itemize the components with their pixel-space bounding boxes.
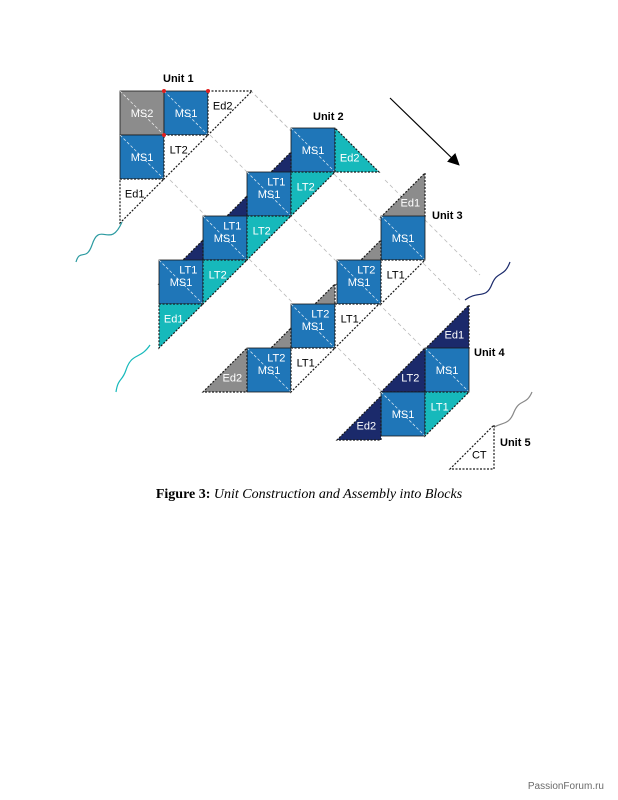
unit2-piece-5 bbox=[290, 171, 337, 218]
unit3-piece-11 bbox=[290, 347, 337, 394]
unit4-piece-2 bbox=[424, 347, 470, 393]
unit2-piece-11 bbox=[202, 259, 249, 306]
unit5-ct bbox=[448, 423, 495, 470]
unit4-piece-4-label: MS1 bbox=[392, 409, 415, 421]
unit3-piece-5 bbox=[380, 259, 427, 306]
unit2-piece-8 bbox=[246, 215, 293, 262]
unit2-piece-12-label: Ed1 bbox=[164, 314, 184, 326]
unit2-piece-2 bbox=[334, 126, 381, 173]
unit3-piece-8 bbox=[334, 303, 381, 350]
caption-text: Unit Construction and Assembly into Bloc… bbox=[213, 487, 463, 502]
unit3-piece-12-label: Ed2 bbox=[223, 372, 243, 384]
unit4-piece-3-label: LT2 bbox=[401, 372, 419, 384]
unit2-piece-10 bbox=[158, 259, 204, 305]
unit-label-5: Unit 5 bbox=[500, 437, 531, 449]
unit2-piece-1-label: MS1 bbox=[302, 145, 325, 157]
unit2-piece-12 bbox=[158, 303, 205, 350]
unit1-ed1 bbox=[119, 178, 166, 225]
unit2-piece-4 bbox=[246, 171, 292, 217]
unit4-piece-6-label: Ed2 bbox=[357, 420, 377, 432]
unit3-piece-9-label: LT2 bbox=[267, 352, 285, 364]
unit1-ms2 bbox=[119, 90, 165, 136]
unit2-piece-2-label: Ed2 bbox=[340, 152, 360, 164]
unit3-piece-1-label: Ed1 bbox=[401, 197, 421, 209]
unit1-ed2 bbox=[207, 90, 254, 137]
unit1-lt2 bbox=[163, 134, 210, 181]
unit3-piece-7-label: MS1 bbox=[302, 321, 325, 333]
thread-squiggle bbox=[487, 391, 533, 433]
unit4-piece-1 bbox=[423, 303, 470, 350]
unit3-piece-11-label: LT1 bbox=[297, 358, 315, 370]
unit2-piece-7 bbox=[202, 215, 248, 261]
unit4-piece-3 bbox=[379, 346, 426, 393]
unit4-piece-1-label: Ed1 bbox=[445, 329, 465, 341]
unit-label-1: Unit 1 bbox=[163, 73, 194, 85]
figure-caption: Figure 3: Unit Construction and Assembly… bbox=[0, 487, 618, 503]
unit3-piece-10-label: MS1 bbox=[258, 365, 281, 377]
unit4-piece-2-label: MS1 bbox=[436, 365, 459, 377]
assembly-direction-arrow-icon bbox=[389, 97, 460, 166]
unit-label-2: Unit 2 bbox=[313, 111, 344, 123]
unit2-piece-5-label: LT2 bbox=[297, 182, 315, 194]
seam-dot bbox=[162, 89, 166, 93]
unit3-piece-7 bbox=[290, 303, 336, 349]
unit3-piece-4-label: MS1 bbox=[348, 277, 371, 289]
unit4-piece-5 bbox=[424, 391, 471, 438]
unit-label-3: Unit 3 bbox=[432, 210, 463, 222]
unit3-piece-8-label: LT1 bbox=[341, 314, 359, 326]
unit5-ct-label: CT bbox=[472, 449, 487, 461]
seam-dot bbox=[162, 133, 166, 137]
unit1-ed1-label: Ed1 bbox=[125, 189, 145, 201]
unit3-piece-6-label: LT2 bbox=[311, 308, 329, 320]
seam-dot bbox=[206, 89, 210, 93]
unit1-ed2-label: Ed2 bbox=[213, 101, 233, 113]
unit4-piece-5-label: LT1 bbox=[431, 402, 449, 414]
unit3-piece-12 bbox=[201, 346, 248, 393]
unit2-piece-9-label: LT1 bbox=[179, 264, 197, 276]
thread-squiggle bbox=[75, 221, 123, 263]
unit3-piece-5-label: LT1 bbox=[387, 270, 405, 282]
unit3-piece-1 bbox=[379, 171, 426, 218]
thread-squiggle bbox=[464, 261, 511, 301]
unit3-piece-3-label: LT2 bbox=[357, 264, 375, 276]
unit3-piece-2 bbox=[380, 215, 426, 261]
unit1-ms1-top-label: MS1 bbox=[175, 108, 198, 120]
unit3-piece-4 bbox=[336, 259, 382, 305]
unit3-piece-10 bbox=[246, 347, 292, 393]
unit2-piece-6-label: LT1 bbox=[223, 220, 241, 232]
unit1-ms1-left bbox=[119, 134, 165, 180]
unit2-piece-4-label: MS1 bbox=[258, 189, 281, 201]
unit2-piece-10-label: MS1 bbox=[170, 277, 193, 289]
unit2-piece-3-label: LT1 bbox=[267, 176, 285, 188]
unit2-piece-11-label: LT2 bbox=[209, 270, 227, 282]
unit2-piece-7-label: MS1 bbox=[214, 233, 237, 245]
thread-squiggle bbox=[115, 344, 151, 393]
unit-label-4: Unit 4 bbox=[474, 347, 505, 359]
unit2-piece-8-label: LT2 bbox=[253, 226, 271, 238]
caption-prefix: Figure 3: bbox=[155, 487, 211, 502]
unit1-lt2-label: LT2 bbox=[170, 145, 188, 157]
unit1-ms2-label: MS2 bbox=[131, 108, 154, 120]
unit4-piece-6 bbox=[335, 394, 382, 441]
unit3-piece-2-label: MS1 bbox=[392, 233, 415, 245]
watermark: PassionForum.ru bbox=[527, 781, 604, 792]
unit1-ms1-left-label: MS1 bbox=[131, 152, 154, 164]
